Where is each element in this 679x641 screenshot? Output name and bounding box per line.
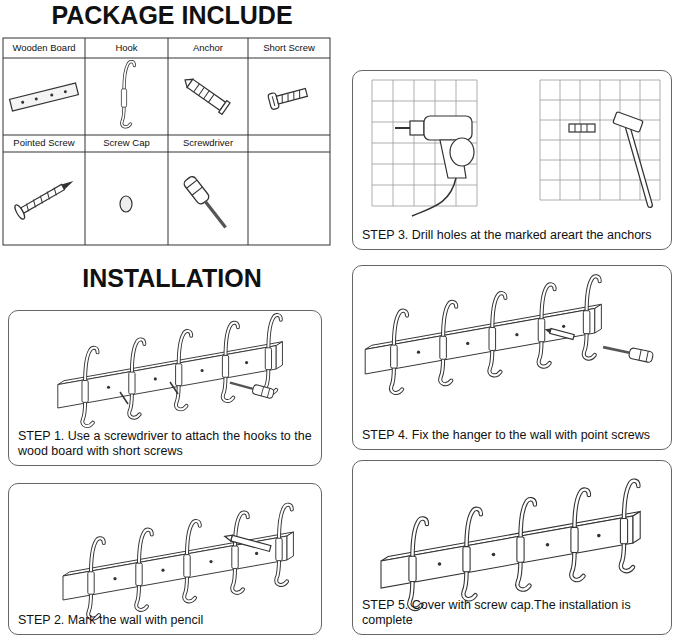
step-panel: STEP 2. Mark the wall with pencil [8, 483, 322, 635]
table-cell: Wooden Board [3, 38, 85, 58]
section-heading: INSTALLATION [0, 262, 344, 296]
rack-drawing [365, 276, 653, 393]
table-cell: Short Screw [248, 38, 330, 58]
page-title: PACKAGE INCLUDE [0, 0, 344, 30]
screw-cap-icon [120, 196, 132, 212]
table-cell: Pointed Screw [3, 135, 85, 152]
step-panel: STEP 1. Use a screwdriver to attach the … [8, 310, 322, 466]
short-screw-icon [268, 85, 309, 110]
table-cell: Hook [85, 38, 168, 58]
step-caption: STEP 2. Mark the wall with pencil [18, 613, 312, 628]
hook-icon [121, 62, 134, 127]
caption-holder: STEP 5. Cover with screw cap.The install… [362, 598, 662, 628]
rack-drawing [63, 505, 293, 619]
caption-holder: STEP 2. Mark the wall with pencil [18, 613, 312, 628]
step-panel: STEP 3. Drill holes at the marked areart… [352, 70, 672, 250]
rack-drawing [58, 315, 283, 426]
table-cell: Screw Cap [85, 135, 168, 152]
step-caption: STEP 5. Cover with screw cap.The install… [362, 598, 662, 628]
wooden-board-icon [10, 83, 79, 111]
caption-holder: STEP 1. Use a screwdriver to attach the … [18, 429, 312, 459]
pointed-screw-icon [13, 174, 77, 220]
caption-holder: STEP 3. Drill holes at the marked areart… [362, 228, 662, 243]
screwdriver-icon [182, 175, 230, 232]
step-panel: STEP 4. Fix the hanger to the wall with … [352, 265, 672, 450]
anchor-icon [181, 74, 230, 114]
parts-table [3, 38, 330, 245]
table-cell: Screwdriver [168, 135, 248, 152]
step-caption: STEP 4. Fix the hanger to the wall with … [362, 428, 662, 443]
drill-drawing [372, 80, 477, 216]
rack-drawing [381, 481, 640, 609]
hammer-drawing [540, 80, 660, 205]
step-caption: STEP 1. Use a screwdriver to attach the … [18, 429, 312, 459]
table-cell: Anchor [168, 38, 248, 58]
step-caption: STEP 3. Drill holes at the marked areart… [362, 228, 662, 243]
caption-holder: STEP 4. Fix the hanger to the wall with … [362, 428, 662, 443]
step-panel: STEP 5. Cover with screw cap.The install… [352, 460, 672, 635]
